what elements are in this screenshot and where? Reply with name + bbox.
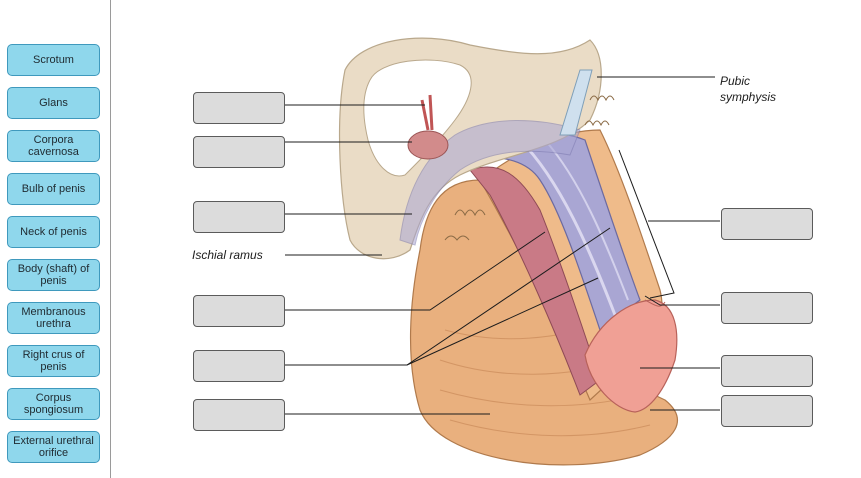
corpus-spongiosum-shape — [469, 166, 601, 396]
leader-lines — [285, 76, 720, 415]
term-corpora-cavernosa[interactable]: Corpora cavernosa — [7, 130, 100, 162]
term-glans[interactable]: Glans — [7, 87, 100, 119]
term-corpus-spongiosum[interactable]: Corpus spongiosum — [7, 388, 100, 420]
pubic-symphysis — [559, 69, 593, 136]
drop-target-7[interactable] — [721, 208, 813, 240]
drop-target-4[interactable] — [193, 295, 285, 327]
term-external-urethral-orifice[interactable]: External urethral orifice — [7, 431, 100, 463]
drop-target-8[interactable] — [721, 292, 813, 324]
drop-target-6[interactable] — [193, 399, 285, 431]
word-bank: Scrotum Glans Corpora cavernosa Bulb of … — [0, 0, 111, 478]
term-bulb-of-penis[interactable]: Bulb of penis — [7, 173, 100, 205]
crus-nub — [407, 130, 449, 160]
drop-target-9[interactable] — [721, 355, 813, 387]
drop-target-2[interactable] — [193, 136, 285, 168]
drop-target-1[interactable] — [193, 92, 285, 124]
label-pubic-symphysis: Pubic symphysis — [720, 73, 776, 105]
term-scrotum[interactable]: Scrotum — [7, 44, 100, 76]
term-neck-of-penis[interactable]: Neck of penis — [7, 216, 100, 248]
drop-target-10[interactable] — [721, 395, 813, 427]
glans-shape — [584, 299, 678, 413]
term-body-shaft-of-penis[interactable]: Body (shaft) of penis — [7, 259, 100, 291]
drop-target-5[interactable] — [193, 350, 285, 382]
label-ischial-ramus: Ischial ramus — [192, 248, 263, 262]
drop-target-3[interactable] — [193, 201, 285, 233]
term-membranous-urethra[interactable]: Membranous urethra — [7, 302, 100, 334]
term-right-crus-of-penis[interactable]: Right crus of penis — [7, 345, 100, 377]
label-pubic-symphysis-line1: Pubic — [720, 74, 751, 88]
label-pubic-symphysis-line2: symphysis — [720, 90, 777, 104]
